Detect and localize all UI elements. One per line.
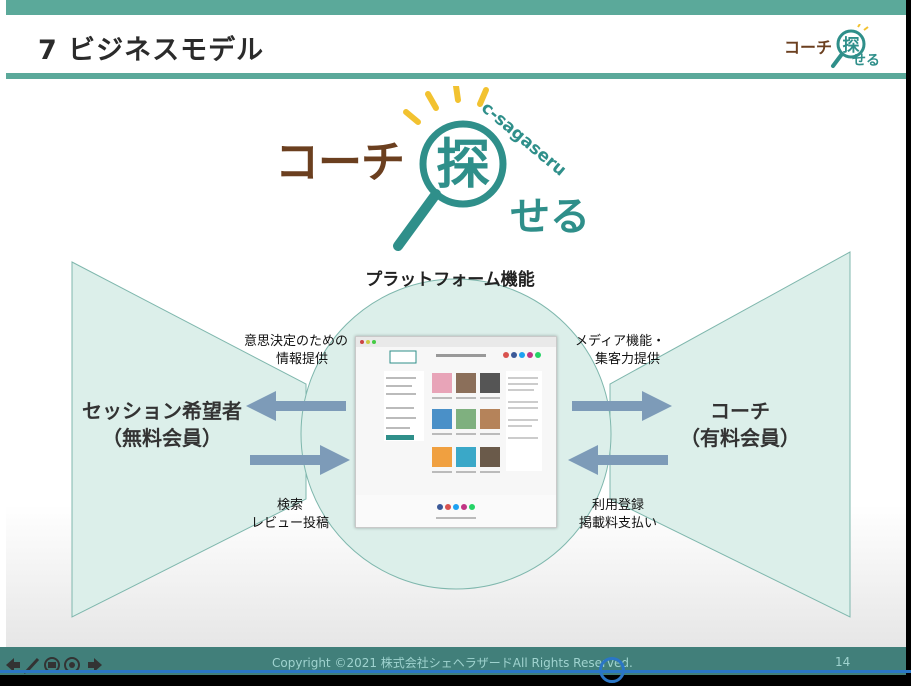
coach-line1: コーチ <box>710 399 770 423</box>
info-provide-label: 意思決定のための 情報提供 <box>218 333 348 369</box>
search-line2: レビュー投稿 <box>250 516 329 531</box>
coach-label: コーチ （有料会員） <box>655 398 825 452</box>
platform-label: プラットフォーム機能 <box>365 270 535 290</box>
title-area <box>6 15 906 73</box>
info-provide-line2: 情報提供 <box>275 352 328 367</box>
small-logo: コーチ 探 せる <box>778 20 888 72</box>
search-line1: 検索 <box>276 498 303 513</box>
small-logo-text: コーチ <box>784 38 833 57</box>
session-seeker-line1: セッション希望者 <box>82 399 242 423</box>
arrows <box>246 391 672 475</box>
copyright-text: Copyright ©2021 株式会社シェヘラザードAll Rights Re… <box>272 656 633 670</box>
big-logo-sub: せる <box>510 194 590 240</box>
arrow-info-left <box>246 391 346 421</box>
prev-arrow-icon[interactable] <box>6 658 20 672</box>
media-line2: 集客力提供 <box>595 352 661 367</box>
big-logo: コーチ 探 c-sagaseru せる <box>270 86 650 266</box>
search-label: 検索 レビュー投稿 <box>240 497 340 533</box>
session-seeker-label: セッション希望者 （無料会員） <box>62 398 262 452</box>
website-screenshot <box>355 336 557 528</box>
usage-line2: 掲載料支払い <box>578 516 657 531</box>
big-magnifier-icon: 探 <box>393 86 507 251</box>
page-number: 14 <box>835 655 851 669</box>
website-thumbnail <box>356 337 556 527</box>
small-logo-sub: せる <box>852 53 880 69</box>
big-logo-text: コーチ <box>275 137 405 188</box>
left-triangle <box>71 261 307 618</box>
session-seeker-line2: （無料会員） <box>102 426 222 450</box>
coach-line2: （有料会員） <box>680 426 800 450</box>
big-logo-kanji: 探 <box>436 133 490 196</box>
progress-knob[interactable] <box>599 657 625 683</box>
slide-title: 7 ビジネスモデル <box>38 35 265 66</box>
progress-bar[interactable] <box>0 670 911 673</box>
next-arrow-icon[interactable] <box>88 658 102 672</box>
small-logo-kanji: 探 <box>843 35 860 56</box>
player-bottom-strip <box>0 675 911 686</box>
arrow-media-right <box>572 391 672 421</box>
media-line1: メディア機能・ <box>575 334 666 349</box>
window-edge <box>906 0 911 686</box>
title-rule <box>6 73 906 79</box>
right-triangle <box>609 251 851 618</box>
top-accent-bar <box>6 0 906 15</box>
magnifier-icon: 探 <box>831 24 869 68</box>
arrow-search-right <box>250 445 350 475</box>
info-provide-line1: 意思決定のための <box>243 334 348 349</box>
usage-label: 利用登録 掲載料支払い <box>568 497 668 533</box>
usage-line1: 利用登録 <box>591 498 644 513</box>
media-label: メディア機能・ 集客力提供 <box>575 333 685 369</box>
arrow-usage-left <box>568 445 668 475</box>
